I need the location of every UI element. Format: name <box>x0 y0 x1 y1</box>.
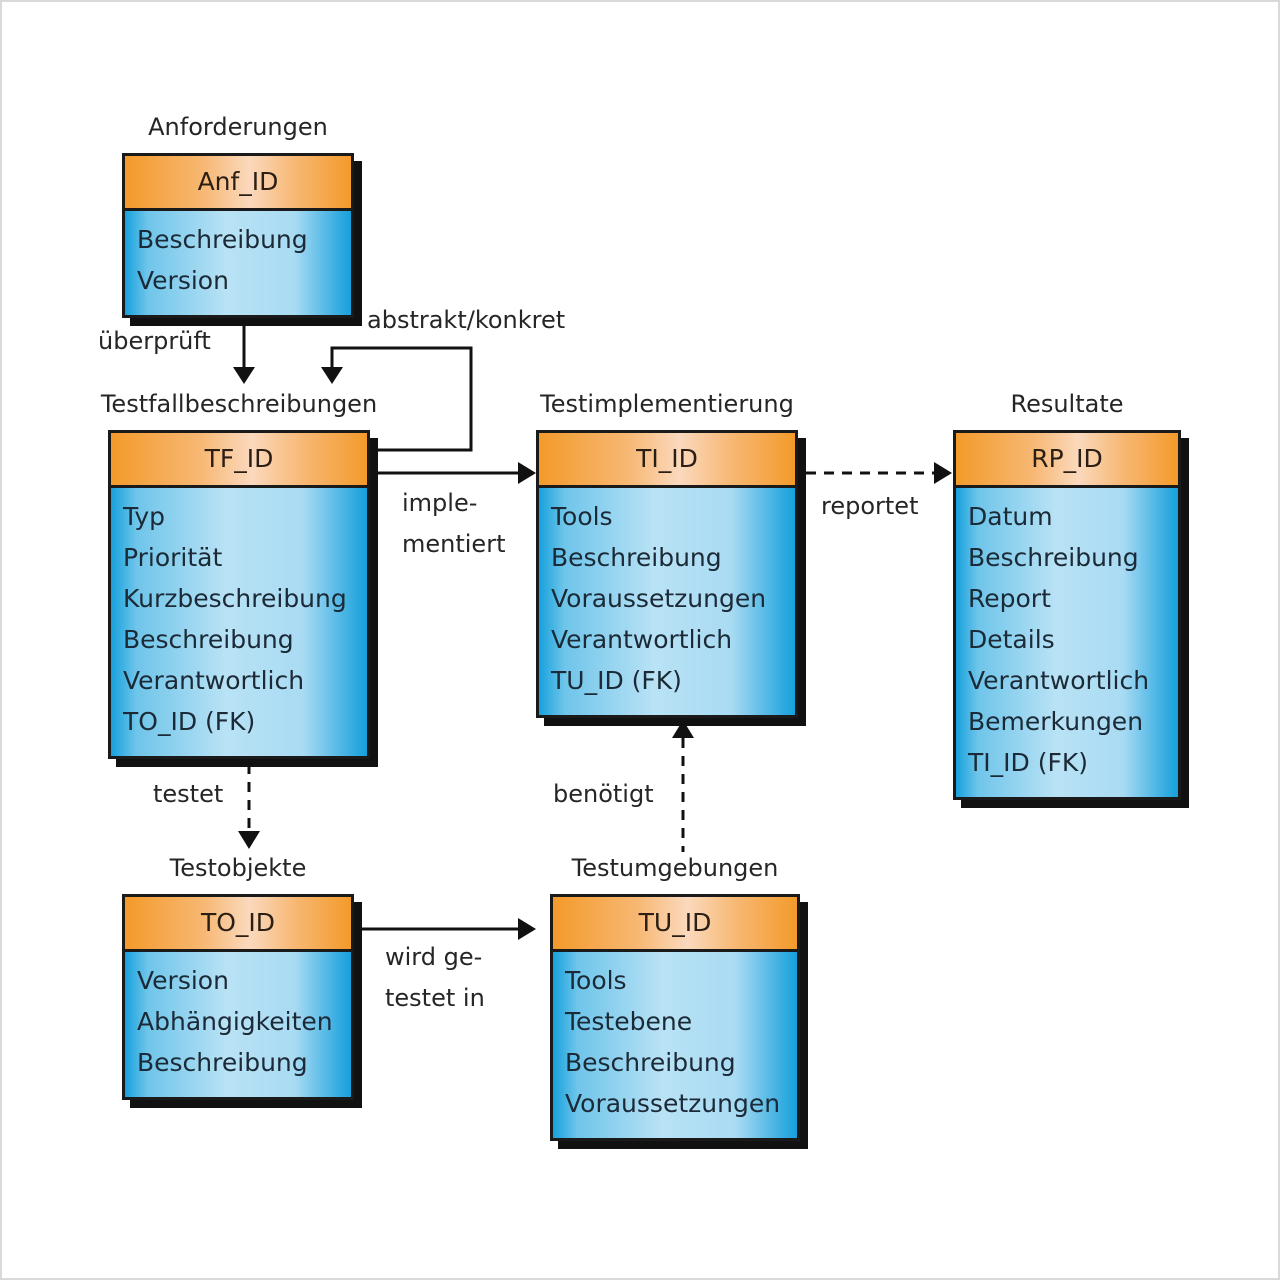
connector-benoetigt <box>672 720 694 852</box>
attribute-list: Version Abhängigkeiten Beschreibung <box>125 952 351 1097</box>
attribute-list: Typ Priorität Kurzbeschreibung Beschreib… <box>111 488 367 756</box>
attribute: Details <box>968 625 1055 654</box>
entity-testobjekte: Testobjekte TO_ID Version Abhängigkeiten… <box>122 854 354 1100</box>
attribute: Kurzbeschreibung <box>123 584 347 613</box>
connector-testet <box>238 764 260 849</box>
attribute: Beschreibung <box>551 543 722 572</box>
arrowhead-icon <box>934 462 952 484</box>
entity-testumgebungen: Testumgebungen TU_ID Tools Testebene Bes… <box>550 854 800 1141</box>
entity-testimplementierung: Testimplementierung TI_ID Tools Beschrei… <box>536 390 798 718</box>
entity-title: Testfallbeschreibungen <box>100 390 378 418</box>
relationship-label-wird-getestet-in-line2: testet in <box>385 984 485 1012</box>
connector-wird-getestet-in <box>362 918 536 940</box>
primary-key: Anf_ID <box>125 156 351 211</box>
entity-title: Resultate <box>1010 390 1124 418</box>
primary-key: TU_ID <box>553 897 797 952</box>
relationship-label-reportet: reportet <box>821 492 919 520</box>
attribute: Verantwortlich <box>968 666 1150 695</box>
arrowhead-icon <box>233 367 255 384</box>
attribute: Version <box>137 266 229 295</box>
entity-box: TU_ID Tools Testebene Beschreibung Vorau… <box>550 894 800 1141</box>
entity-title: Testobjekte <box>169 854 307 882</box>
connector-implementiert <box>378 462 536 484</box>
primary-key: TI_ID <box>539 433 795 488</box>
entity-anforderungen: Anforderungen Anf_ID Beschreibung Versio… <box>122 113 354 318</box>
entity-resultate: Resultate RP_ID Datum Beschreibung Repor… <box>953 390 1181 800</box>
attribute: Typ <box>123 502 166 531</box>
relationship-label-wird-getestet-in-line1: wird ge- <box>385 943 483 971</box>
entity-title: Testimplementierung <box>540 390 794 418</box>
entity-box: Anf_ID Beschreibung Version <box>122 153 354 318</box>
relationship-label-benoetigt: benötigt <box>553 780 654 808</box>
arrowhead-icon <box>672 720 694 738</box>
attribute-list: Tools Testebene Beschreibung Voraussetzu… <box>553 952 797 1138</box>
attribute-list: Tools Beschreibung Voraussetzungen Veran… <box>539 488 795 715</box>
entity-box: RP_ID Datum Beschreibung Report Details … <box>953 430 1181 800</box>
attribute: Bemerkungen <box>968 707 1144 736</box>
connector-abstrakt-konkret <box>321 346 473 452</box>
entity-title: Anforderungen <box>148 113 328 141</box>
attribute-list: Beschreibung Version <box>125 211 351 315</box>
attribute: Verantwortlich <box>551 625 733 654</box>
attribute-list: Datum Beschreibung Report Details Verant… <box>956 488 1178 797</box>
entity-box: TO_ID Version Abhängigkeiten Beschreibun… <box>122 894 354 1100</box>
relationship-label-implementiert-line1: imple- <box>402 489 478 517</box>
attribute: Datum <box>968 502 1053 531</box>
connector-reportet <box>806 462 952 484</box>
attribute: TO_ID (FK) <box>123 707 256 736</box>
entity-title: Testumgebungen <box>571 854 779 882</box>
attribute: Report <box>968 584 1051 613</box>
relationship-label-implementiert-line2: mentiert <box>402 530 506 558</box>
attribute: Priorität <box>123 543 223 572</box>
attribute: Beschreibung <box>565 1048 736 1077</box>
attribute: Verantwortlich <box>123 666 305 695</box>
primary-key: TO_ID <box>125 897 351 952</box>
attribute: Tools <box>551 502 613 531</box>
entity-box: TI_ID Tools Beschreibung Voraussetzungen… <box>536 430 798 718</box>
relationship-label-testet: testet <box>153 780 224 808</box>
arrowhead-icon <box>518 462 536 484</box>
entity-box: TF_ID Typ Priorität Kurzbeschreibung Bes… <box>108 430 370 759</box>
relationship-label-abstrakt-konkret: abstrakt/konkret <box>367 306 566 334</box>
attribute: Beschreibung <box>137 225 308 254</box>
entity-testfallbeschreibungen: Testfallbeschreibungen TF_ID Typ Priorit… <box>101 390 377 759</box>
primary-key: TF_ID <box>111 433 367 488</box>
attribute: Abhängigkeiten <box>137 1007 333 1036</box>
arrowhead-icon <box>321 367 343 384</box>
arrowhead-icon <box>238 831 260 849</box>
attribute: TI_ID (FK) <box>968 748 1088 777</box>
attribute: Voraussetzungen <box>565 1089 781 1118</box>
attribute: Voraussetzungen <box>551 584 767 613</box>
attribute: TU_ID (FK) <box>551 666 682 695</box>
attribute: Beschreibung <box>968 543 1139 572</box>
attribute: Tools <box>565 966 627 995</box>
relationship-label-ueberprueft: überprüft <box>98 327 211 355</box>
attribute: Testebene <box>565 1007 693 1036</box>
attribute: Version <box>137 966 229 995</box>
arrowhead-icon <box>518 918 536 940</box>
attribute: Beschreibung <box>137 1048 308 1077</box>
attribute: Beschreibung <box>123 625 294 654</box>
primary-key: RP_ID <box>956 433 1178 488</box>
connector-ueberprueft <box>233 313 255 384</box>
